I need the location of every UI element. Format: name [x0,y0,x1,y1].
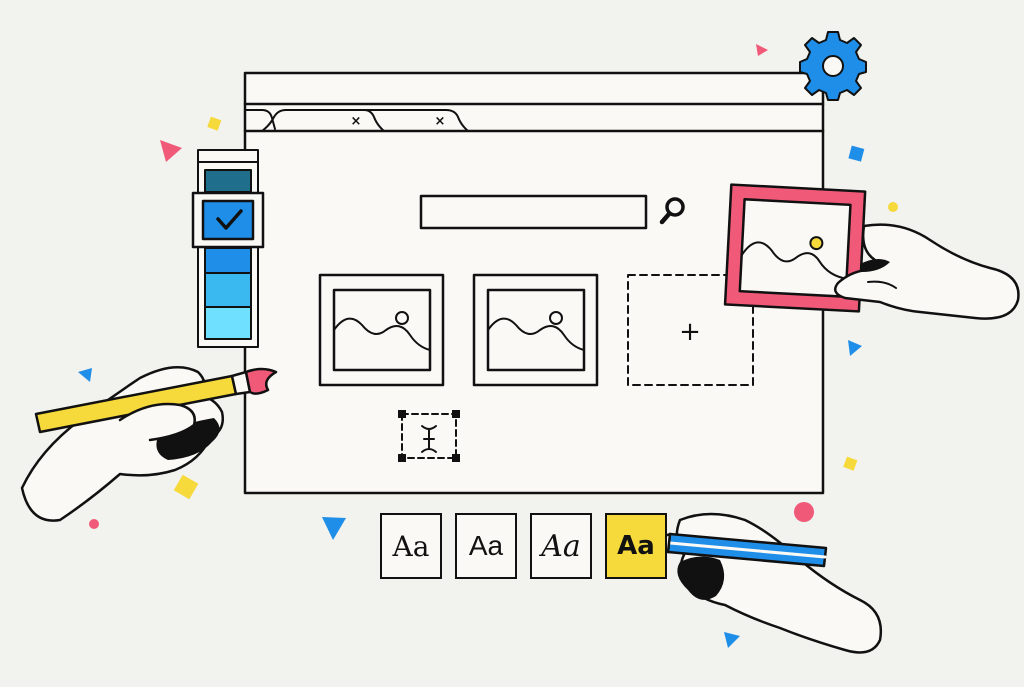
font-sample-serif[interactable]: Aa [380,513,442,579]
image-icon [487,311,585,351]
font-sample-bold-selected[interactable]: Aa [605,513,667,579]
search-bar[interactable] [419,194,648,230]
tab-2[interactable]: × [261,109,385,132]
add-icon[interactable]: + [679,317,701,347]
hand-icon [118,402,196,442]
image-icon [333,311,431,351]
tab-close-icon[interactable]: × [351,114,362,129]
swatch[interactable] [204,272,252,308]
swatch[interactable] [204,306,252,340]
tab-3[interactable]: × [363,109,469,132]
color-palette[interactable] [191,149,265,348]
tab-close-icon[interactable]: × [435,114,446,129]
confetti [78,44,898,648]
search-icon[interactable] [659,197,685,225]
image-icon [740,236,848,280]
font-sample-script[interactable]: Aa [530,513,592,579]
swatch[interactable] [204,247,252,274]
tab-1[interactable] [244,109,276,130]
image-card[interactable] [318,273,445,387]
hand-icon [675,512,883,654]
framed-picture[interactable] [723,183,867,313]
font-sample-sans[interactable]: Aa [455,513,517,579]
image-card[interactable] [472,273,599,387]
paintbrush-icon [34,367,278,434]
check-icon [216,209,243,230]
text-cursor-icon[interactable] [398,410,460,462]
gear-icon[interactable] [799,31,867,101]
hand-icon [833,223,1020,320]
tab-bar: × × [244,109,469,132]
swatch[interactable] [204,169,252,193]
